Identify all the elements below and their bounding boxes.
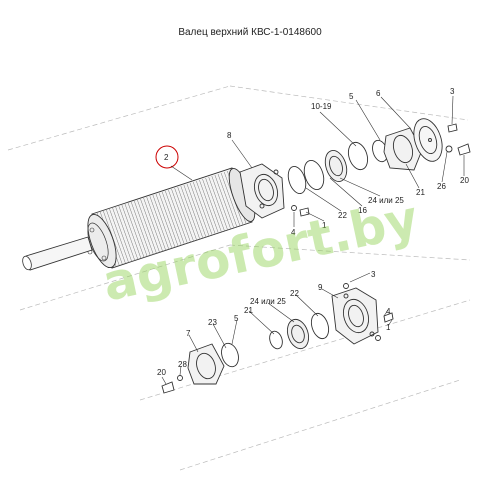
callout-24-25-lower: 24 или 25 [250,297,286,306]
roller-shaft [22,236,93,271]
seal-10-19 [347,141,369,171]
callout-6: 6 [376,89,381,98]
callout-20-lower: 20 [157,368,166,377]
callout-23: 23 [208,318,217,327]
callout-20-upper: 20 [460,176,469,185]
roller-flute-line [134,200,155,258]
roller-flute-line [214,174,236,232]
roller-flute-line [109,208,130,266]
callout-7: 7 [186,329,191,338]
roller-flute-line [106,209,127,267]
callout-22-upper: 22 [338,211,347,220]
callout-21-upper: 21 [416,188,425,197]
bolt-4-lower [375,335,381,341]
roller-flute-line [146,196,167,254]
roller-flute-line [127,202,149,260]
page-title: Валец верхний КВС-1-0148600 [178,27,322,38]
roller-flute-line [220,172,242,230]
callout-4-upper: 4 [291,228,296,237]
callout-22-lower: 22 [290,289,299,298]
cover-7 [187,343,225,385]
cap-6 [413,118,443,162]
leader-lines [161,95,465,385]
nipple-26 [445,145,453,153]
screw-3-lower [343,283,349,289]
cover-21-upper [383,127,423,171]
roller-flute-line [137,199,158,257]
upper-bearing-assembly [239,118,471,219]
callout-16: 16 [358,206,367,215]
roller-flute-line [152,194,174,252]
ring-21-lower [269,330,283,350]
fitting-20-lower [161,381,175,394]
lower-bearing-assembly [161,283,394,394]
roller-flute-line [130,201,152,259]
callout-5-upper: 5 [349,92,354,101]
roller-flute-line [183,184,205,242]
roller-flute-line [174,187,195,245]
bolt-1-upper [299,207,310,217]
roller-flute-line [168,189,189,247]
screw-28 [177,375,183,381]
roller-flute-line [155,193,177,251]
callout-8: 8 [227,131,232,140]
callout-3-upper: 3 [450,87,455,96]
roller-flute-line [199,179,220,237]
callout-28: 28 [178,360,187,369]
callout-1-lower: 1 [386,323,391,332]
roller-flute-line [171,188,192,246]
roller-flute-line [161,191,183,249]
roller-flute-line [143,197,164,255]
callout-labels: 2 8 10-19 5 6 3 21 26 20 22 16 24 или 25… [157,87,469,377]
callout-21-lower: 21 [244,306,253,315]
callout-1-upper: 1 [322,221,327,230]
roller-body [87,167,256,269]
callout-3-lower: 3 [371,270,376,279]
bearing-housing-9 [331,287,379,345]
callout-26: 26 [437,182,446,191]
roller-flute-line [115,206,136,264]
callout-2: 2 [164,153,169,162]
roller-flute-line [149,195,171,253]
screw-3-upper [447,123,458,133]
highlight-circle [155,145,179,169]
roller-flute-line [192,181,214,239]
roller-flute-line [118,205,140,263]
roller-flute-line [165,190,186,248]
bearing-24-25-lower [286,318,310,350]
roller-flute-line [202,178,223,236]
callout-24-25-upper: 24 или 25 [368,196,404,205]
callout-4-lower: 4 [386,307,391,316]
roller-flute-line [177,186,198,244]
roller-flute-line [208,176,229,234]
roller-flute-line [112,207,133,265]
bearing-24-25-upper [324,150,348,182]
leader-2 [170,165,193,181]
roller-flute-line [124,203,146,261]
roller-flute-line [196,180,217,238]
roller-flute-line [180,185,202,243]
roller-flute-line [189,182,211,240]
ring-5-lower [221,342,239,368]
fitting-20-upper [457,143,471,156]
ring-16 [303,160,325,190]
roller-flute-line [158,192,180,250]
bearing-housing-8 [239,163,285,219]
roller-flute-line [186,183,208,241]
roller-flute-line [140,198,161,256]
ring-22-upper [287,166,307,194]
callout-5-lower: 5 [234,314,239,323]
roller-flute-line [121,204,143,262]
callout-10-19: 10-19 [311,102,332,111]
callout-9: 9 [318,283,323,292]
ring-22-lower [310,312,330,340]
roller-flute-line [217,173,239,231]
roller-flute-line [211,175,233,233]
bolt-1-lower [383,312,394,323]
roller-flute-line [205,177,226,235]
bolt-4-upper [291,205,297,211]
